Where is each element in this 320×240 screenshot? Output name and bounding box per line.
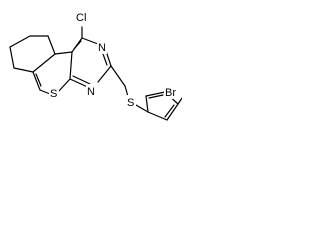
- bond: [47, 35, 56, 55]
- bond: [166, 103, 179, 121]
- bond: [135, 104, 149, 113]
- chlorine-label: Cl: [76, 12, 86, 24]
- bond: [69, 51, 73, 80]
- bond: [39, 89, 51, 95]
- pyrimidine-ring: [69, 26, 112, 90]
- sulfur-label-thioether: S: [127, 97, 134, 109]
- bond: [97, 65, 112, 83]
- bond: [13, 67, 34, 73]
- bond: [72, 75, 91, 85]
- thioether-linker: [110, 65, 130, 101]
- cyclopentane-ring: [9, 35, 56, 73]
- bond: [102, 53, 108, 66]
- bond: [54, 51, 73, 55]
- bond: [145, 95, 149, 113]
- bond: [110, 65, 126, 87]
- bond: [73, 40, 82, 50]
- nitrogen-label-bottom: N: [87, 86, 95, 98]
- sulfur-label-thiophene: S: [50, 88, 57, 100]
- bond: [57, 78, 71, 93]
- thiophene-ring: [32, 51, 73, 95]
- bromine-label: Br: [165, 87, 176, 99]
- structure-svg: Cl N N S S Br: [9, 9, 182, 121]
- bond: [145, 91, 166, 97]
- atom-labels: Cl N N S S Br: [49, 9, 181, 109]
- bond: [9, 35, 31, 48]
- bond: [32, 53, 56, 73]
- bond: [148, 94, 164, 99]
- bond: [32, 71, 41, 91]
- bond: [164, 104, 175, 118]
- bond: [9, 46, 15, 69]
- bond: [35, 73, 42, 87]
- nitrogen-label-top: N: [98, 42, 106, 54]
- bond: [147, 111, 168, 121]
- bond: [81, 37, 99, 45]
- bond: [177, 97, 182, 105]
- molecule-diagram: Cl N N S S Br: [0, 0, 182, 129]
